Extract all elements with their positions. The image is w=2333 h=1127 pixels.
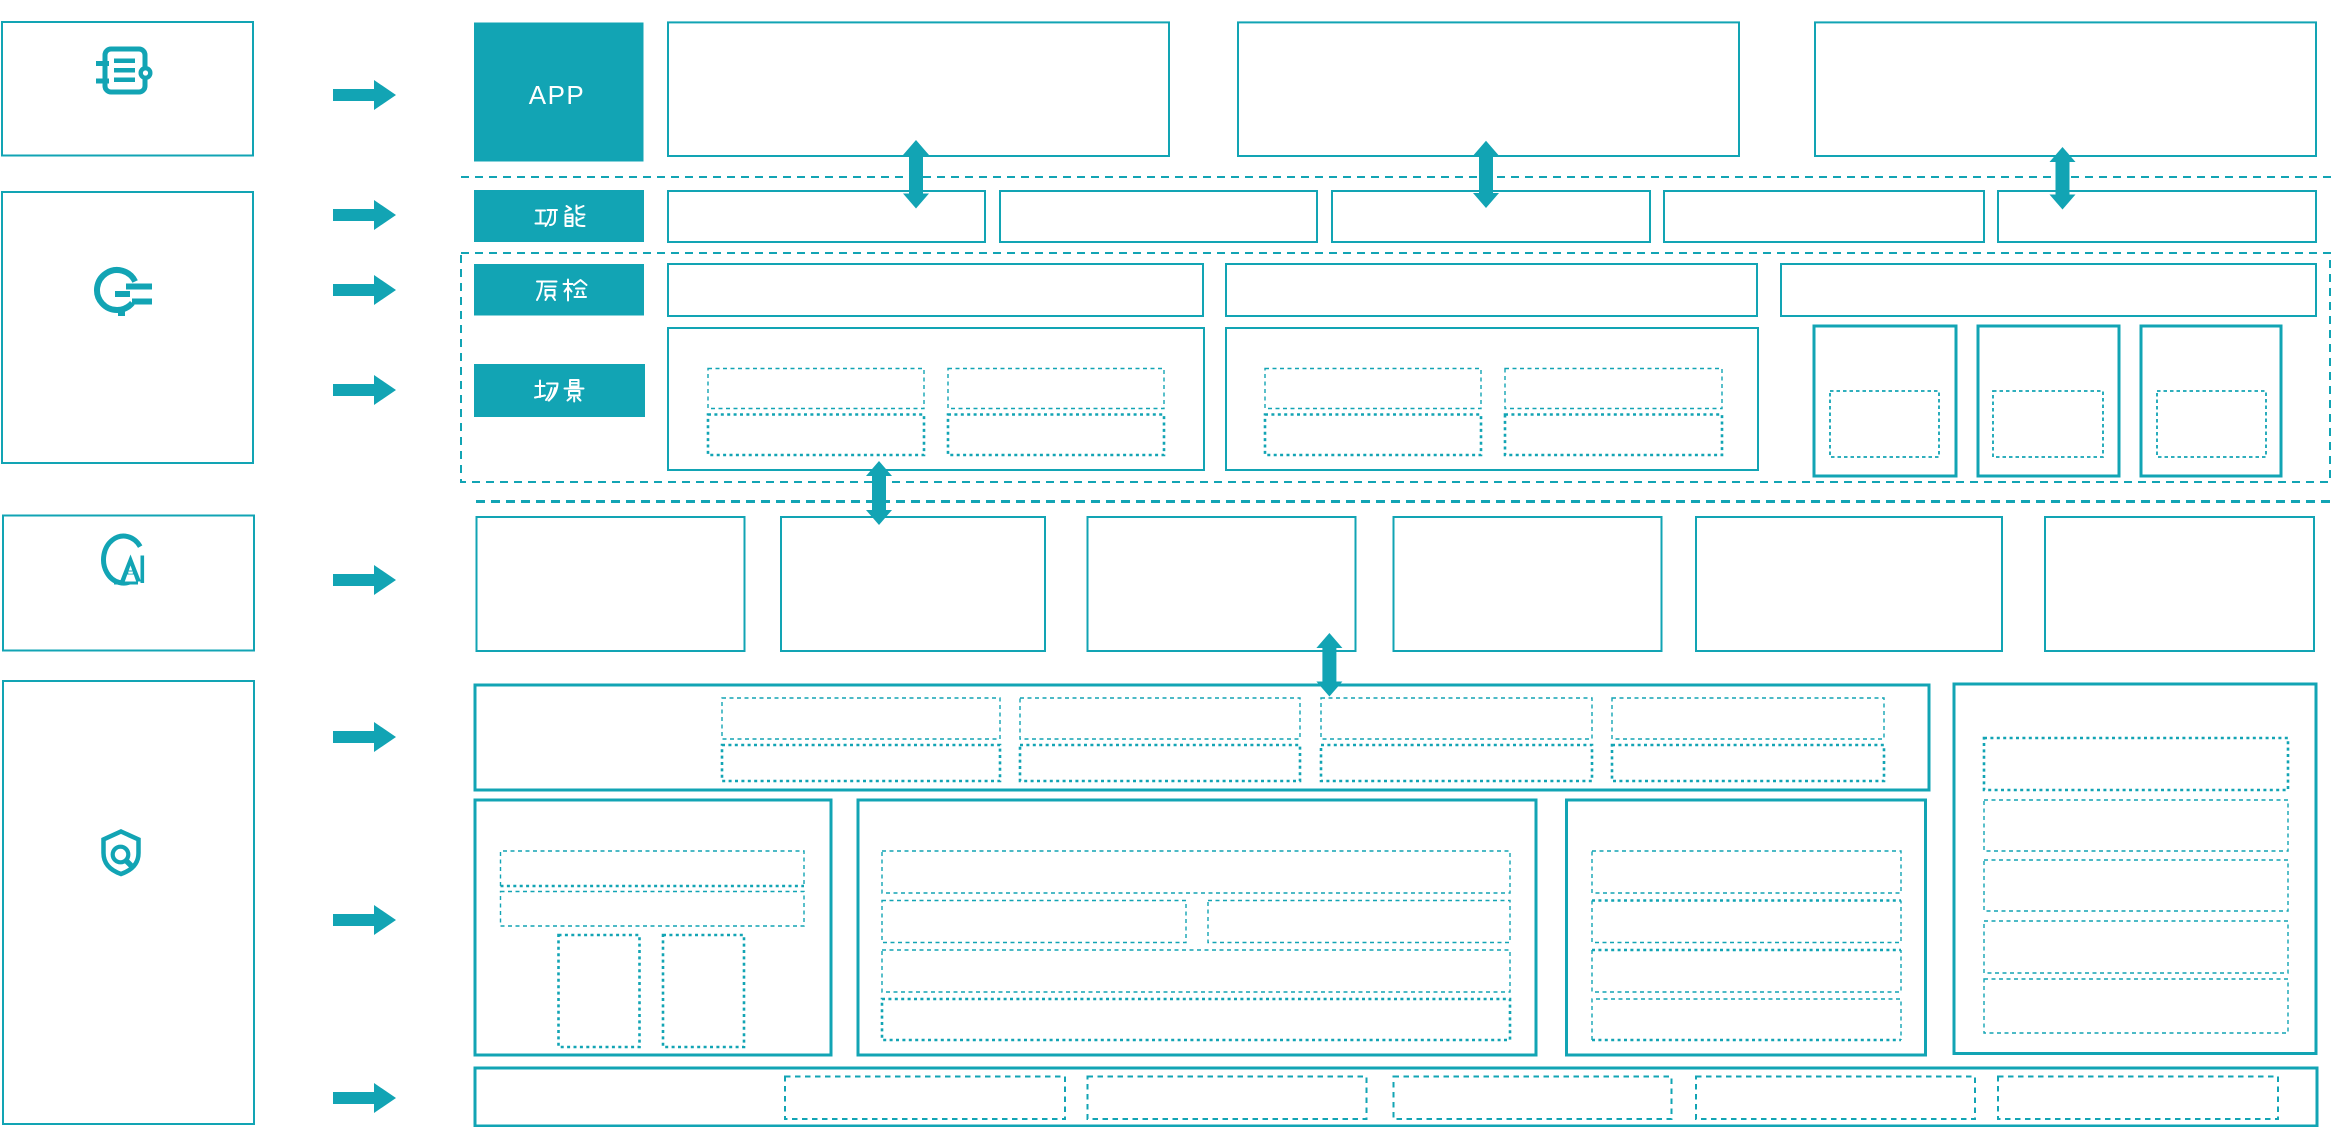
- svg-text:APP: APP: [529, 80, 586, 110]
